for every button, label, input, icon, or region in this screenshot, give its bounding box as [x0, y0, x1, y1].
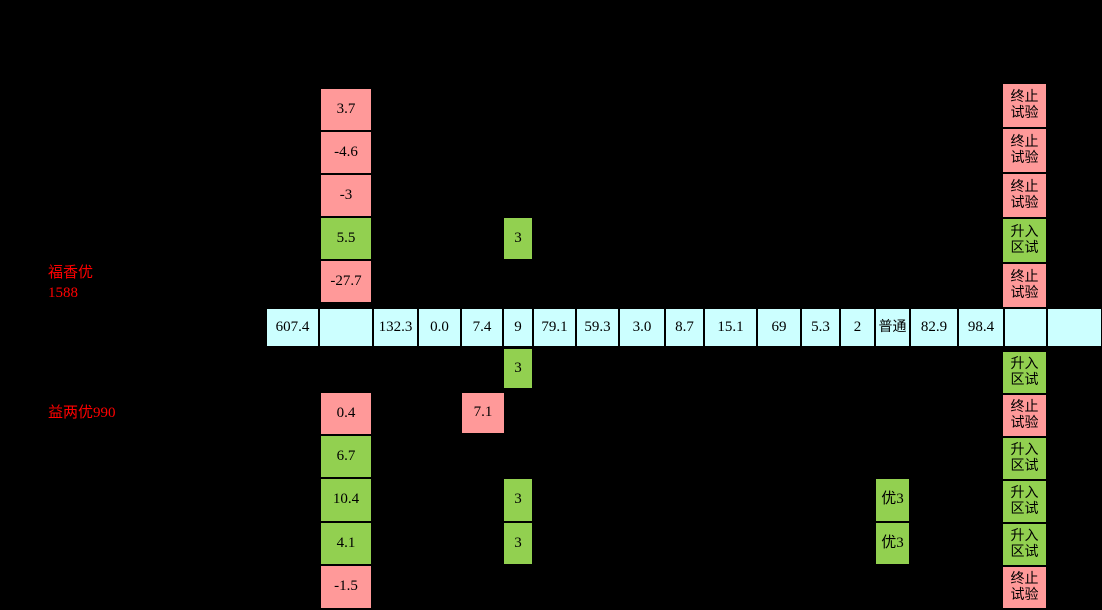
- summary-cell[interactable]: [1047, 308, 1102, 347]
- yield-diff-cell[interactable]: 4.1: [320, 522, 372, 565]
- summary-cell[interactable]: 5.3: [801, 308, 840, 347]
- quality-cell[interactable]: 优3: [875, 522, 910, 565]
- summary-cell[interactable]: 79.1: [533, 308, 576, 347]
- yield-diff-cell[interactable]: 6.7: [320, 435, 372, 478]
- decision-cell[interactable]: 升入 区试: [1002, 218, 1047, 263]
- summary-cell[interactable]: 59.3: [576, 308, 619, 347]
- decision-cell[interactable]: 终止 试验: [1002, 566, 1047, 609]
- yield-diff-cell[interactable]: -1.5: [320, 565, 372, 609]
- summary-cell[interactable]: 2: [840, 308, 875, 347]
- summary-cell[interactable]: 3.0: [619, 308, 665, 347]
- decision-cell[interactable]: 升入 区试: [1002, 351, 1047, 394]
- yield-diff-cell[interactable]: -27.7: [320, 260, 372, 303]
- decision-cell[interactable]: 升入 区试: [1002, 437, 1047, 480]
- summary-cell[interactable]: 7.4: [461, 308, 503, 347]
- yield-diff-cell[interactable]: 0.4: [320, 392, 372, 435]
- decision-cell[interactable]: 终止 试验: [1002, 83, 1047, 128]
- summary-cell[interactable]: 69: [757, 308, 801, 347]
- yield-diff-cell[interactable]: -3: [320, 174, 372, 217]
- summary-cell[interactable]: 0.0: [418, 308, 461, 347]
- yield-diff-cell[interactable]: -4.6: [320, 131, 372, 174]
- rating-cell[interactable]: 3: [503, 522, 533, 565]
- decision-cell[interactable]: 升入 区试: [1002, 523, 1047, 566]
- summary-cell[interactable]: 15.1: [704, 308, 757, 347]
- decision-cell[interactable]: 升入 区试: [1002, 480, 1047, 523]
- summary-cell[interactable]: 9: [503, 308, 533, 347]
- yield-diff-cell[interactable]: 3.7: [320, 88, 372, 131]
- summary-cell[interactable]: 普通: [875, 308, 910, 347]
- decision-cell[interactable]: 终止 试验: [1002, 173, 1047, 218]
- rating-cell[interactable]: 3: [503, 478, 533, 522]
- yield-diff-cell[interactable]: 5.5: [320, 217, 372, 260]
- summary-cell[interactable]: 8.7: [665, 308, 704, 347]
- quality-cell[interactable]: 优3: [875, 478, 910, 522]
- summary-cell[interactable]: 132.3: [373, 308, 418, 347]
- rating-cell[interactable]: 3: [503, 348, 533, 389]
- summary-cell[interactable]: [1004, 308, 1047, 347]
- decision-cell[interactable]: 终止 试验: [1002, 263, 1047, 308]
- disease-cell[interactable]: 7.1: [461, 392, 505, 434]
- summary-cell[interactable]: 82.9: [910, 308, 958, 347]
- variety-label-2: 益两优990: [48, 405, 116, 421]
- rating-cell[interactable]: 3: [503, 217, 533, 260]
- yield-diff-cell[interactable]: 10.4: [320, 478, 372, 522]
- decision-cell[interactable]: 终止 试验: [1002, 394, 1047, 437]
- summary-cell[interactable]: [319, 308, 373, 347]
- summary-cell[interactable]: 607.4: [266, 308, 319, 347]
- summary-cell[interactable]: 98.4: [958, 308, 1004, 347]
- decision-cell[interactable]: 终止 试验: [1002, 128, 1047, 173]
- variety-label-1: 福香优 1588: [48, 265, 94, 301]
